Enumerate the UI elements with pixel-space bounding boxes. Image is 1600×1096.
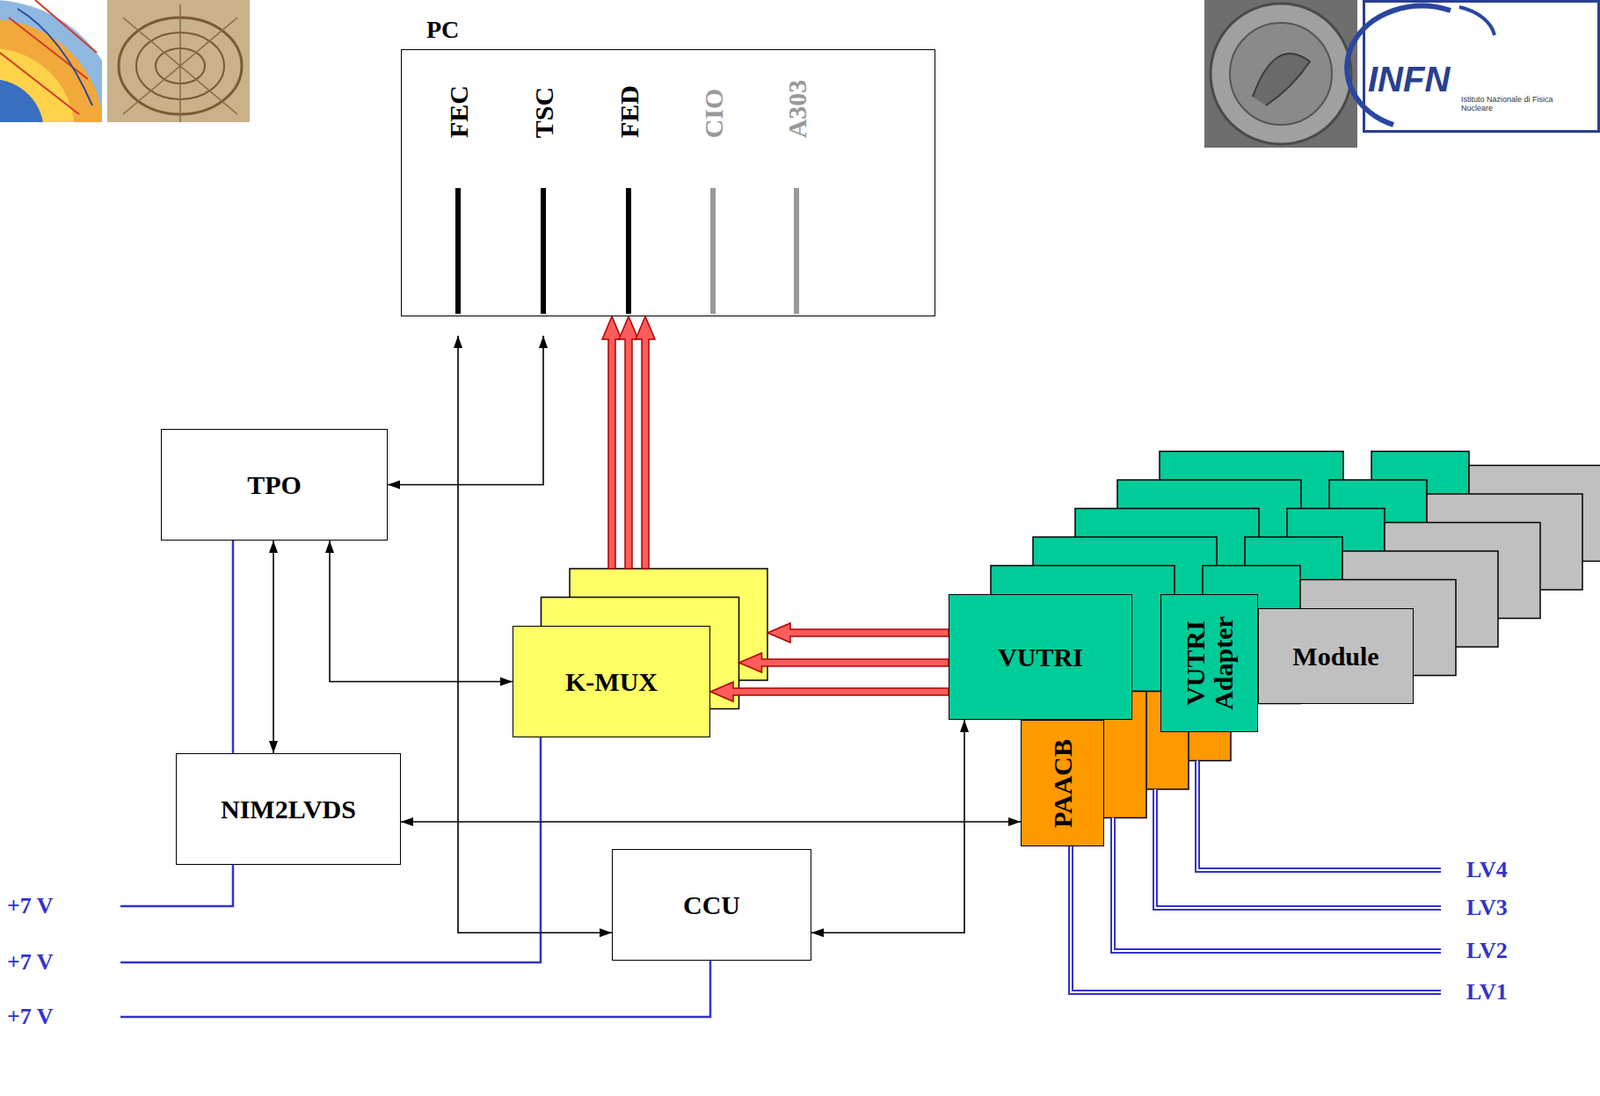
arrow-head	[269, 741, 278, 754]
slot-bar	[710, 188, 716, 314]
supply-cable	[1197, 761, 1441, 872]
adapter-box: VUTRI Adapter	[1160, 594, 1259, 733]
box-heading: PC	[426, 16, 459, 44]
box-label: CCU	[683, 890, 741, 920]
box-label: TPO	[247, 470, 302, 500]
fat-arrow	[618, 316, 639, 569]
arrow-head	[960, 720, 969, 733]
arrow-head	[453, 335, 463, 349]
board-box: PAACB	[1020, 720, 1105, 847]
connector-line	[329, 540, 513, 683]
pc-slot: A303	[774, 58, 819, 314]
arrow-head	[387, 480, 400, 490]
module-box: Module	[1258, 608, 1414, 705]
box-label: PAACB	[1047, 738, 1077, 828]
fat-arrow	[710, 682, 949, 702]
pc-slot: TSC	[521, 58, 566, 314]
arrow-head	[811, 928, 824, 938]
box-label: NIM2LVDS	[220, 794, 357, 824]
arrow-head	[538, 335, 548, 349]
connector-line	[811, 720, 965, 933]
arrow-head	[269, 540, 278, 553]
fat-arrow	[767, 623, 949, 643]
arrow-head	[325, 540, 335, 553]
converter-box: NIM2LVDS	[175, 753, 401, 866]
arrow-head	[400, 817, 414, 827]
fat-arrow	[602, 316, 622, 569]
box-label: CIO	[698, 87, 728, 139]
control-link	[269, 540, 278, 754]
pc-slot: FEC	[436, 58, 480, 314]
connector-line	[387, 335, 544, 486]
arrow-head	[599, 928, 612, 938]
fat-arrow	[635, 316, 655, 569]
box-label: A303	[782, 79, 812, 139]
institute-logo	[1346, 1, 1599, 132]
data-arrow	[767, 623, 949, 643]
process-box: TPO	[160, 429, 388, 541]
experiment-logo	[0, 0, 102, 123]
supply-label: LV2	[1466, 937, 1508, 966]
sketch-picture	[107, 0, 250, 123]
slot-bar	[540, 188, 546, 314]
slot-bar	[793, 188, 800, 314]
data-arrow	[739, 653, 950, 673]
supply-label: LV1	[1466, 978, 1508, 1007]
logo-subtitle: Istituto Nazionale di Fisica Nucleare	[1461, 94, 1558, 114]
supply-cable	[1197, 761, 1441, 872]
university-seal	[1204, 0, 1358, 148]
voltage-label: +7 V	[7, 892, 54, 921]
supply-cable	[1112, 818, 1441, 953]
pc-slot: CIO	[690, 58, 735, 314]
connector-line	[272, 540, 275, 754]
board-box: VUTRI	[948, 594, 1133, 720]
box-label: VUTRI Adapter	[1181, 616, 1237, 711]
slot-bar	[625, 188, 632, 314]
power-link	[232, 540, 234, 754]
data-arrow	[635, 316, 655, 569]
box-label: K-MUX	[565, 667, 658, 697]
supply-cable	[1112, 818, 1441, 953]
connector-line	[232, 540, 235, 754]
voltage-label: +7 V	[7, 948, 54, 977]
pc-slot: FED	[606, 58, 651, 314]
box-label: TSC	[529, 87, 559, 139]
supply-label: LV3	[1466, 894, 1508, 923]
mux-box: K-MUX	[512, 625, 711, 738]
arrow-head	[1008, 817, 1021, 827]
box-label: FED	[614, 85, 644, 139]
control-box: CCU	[611, 849, 812, 961]
logo-text: INFN	[1367, 59, 1450, 99]
box-label: Module	[1292, 641, 1379, 671]
data-arrow	[710, 682, 949, 702]
power-wire	[120, 865, 233, 907]
control-link	[325, 540, 513, 687]
data-arrow	[618, 316, 639, 569]
connector-line	[400, 821, 1021, 823]
box-label: VUTRI	[997, 642, 1084, 672]
supply-label: LV4	[1466, 856, 1508, 885]
slot-bar	[455, 188, 461, 314]
voltage-label: +7 V	[7, 1003, 54, 1032]
control-link	[811, 720, 969, 938]
power-wire	[120, 737, 541, 963]
control-link	[387, 335, 548, 490]
fat-arrow	[739, 653, 950, 673]
arrow-head	[500, 677, 513, 687]
box-label: FEC	[443, 85, 473, 139]
power-wire	[120, 960, 711, 1018]
control-link	[400, 817, 1021, 827]
data-arrow	[602, 316, 622, 569]
pc-box: PCFECTSCFEDCIOA303	[400, 49, 936, 317]
